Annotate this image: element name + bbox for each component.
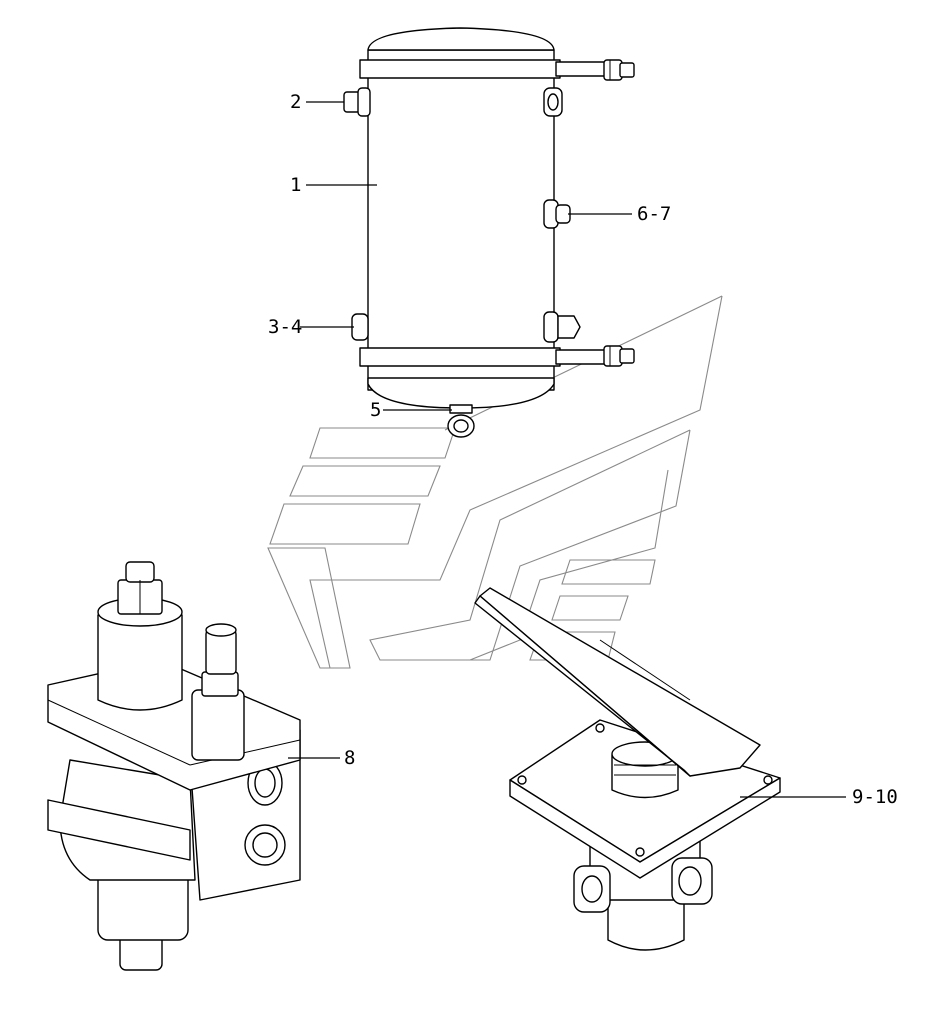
air-tank-part-1	[359, 27, 613, 409]
strap-nut-bottom	[603, 345, 635, 367]
callout-label-5: 5	[370, 399, 382, 421]
brake-valve-part-9-10	[474, 587, 781, 951]
relay-valve-part-8	[47, 561, 301, 971]
fitting-plug-part-3-4	[351, 313, 369, 341]
fitting-plug-part-6-7	[543, 199, 571, 229]
fitting-plug-part-2	[343, 87, 371, 117]
callout-label-8: 8	[344, 747, 356, 769]
fitting-right-upper	[543, 87, 563, 117]
callout-label-1: 1	[290, 174, 302, 196]
callout-label-9-10: 9-10	[852, 786, 898, 808]
fitting-right-lower	[543, 311, 581, 343]
strap-nut-top	[603, 59, 635, 81]
callout-label-3-4: 3-4	[268, 316, 303, 338]
callout-label-2: 2	[290, 91, 302, 113]
callout-label-6-7: 6-7	[637, 203, 672, 225]
drain-valve-part-5	[447, 404, 475, 438]
